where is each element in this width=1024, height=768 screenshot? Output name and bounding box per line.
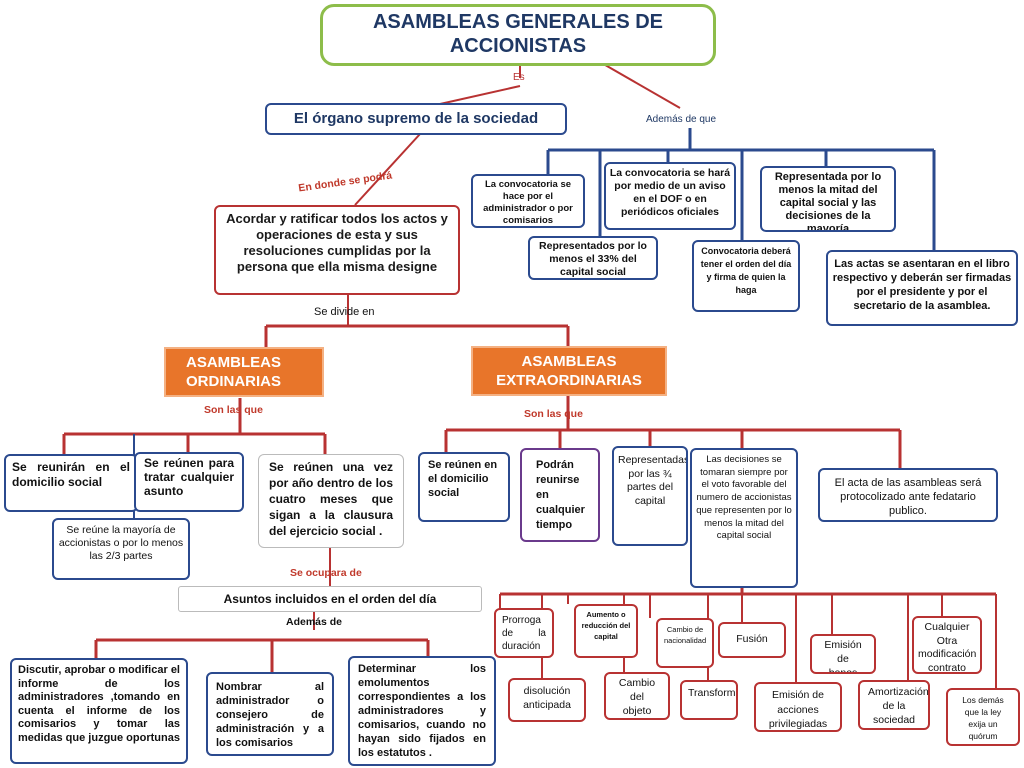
ademas-item-convocatoria-administrador: La convocatoria se hace por el administr… <box>471 174 585 228</box>
ademas-item-representada-mitad: Representada por lo menos la mitad del c… <box>760 166 896 232</box>
label-ademas-que: Además de que <box>646 114 717 125</box>
ord-item-ejercicio-social: Se reúnen una vez por año dentro de los … <box>258 454 404 548</box>
ext-item-cualquier-tiempo: Podrán reunirse en cualquier tiempo <box>520 448 600 542</box>
label-son-las-que-ordinarias: Son las que <box>204 404 263 416</box>
extraordinarias-box: ASAMBLEAS EXTRAORDINARIAS <box>471 346 667 396</box>
subject-los-demas: Los demás que la ley exija un quórum <box>946 688 1020 746</box>
acordar-box: Acordar y ratificar todos los actos y op… <box>214 205 460 295</box>
ord-item-domicilio: Se reunirán en el domicilio social <box>4 454 138 512</box>
subject-emision-bonos: Emisión de bonos <box>810 634 876 674</box>
asuntos-box: Asuntos incluidos en el orden del día <box>178 586 482 612</box>
subject-prorroga: Prorroga de la duración <box>494 608 554 658</box>
diagram-title: ASAMBLEAS GENERALES DE ACCIONISTAS <box>320 4 716 66</box>
ademas-item-convocatoria-orden: Convocatoria deberá tener el orden del d… <box>692 240 800 312</box>
ordinarias-box: ASAMBLEAS ORDINARIAS <box>164 347 324 397</box>
ocupa-item-determinar: Determinar los emolumentos correspondien… <box>348 656 496 766</box>
ademas-item-actas: Las actas se asentaran en el libro respe… <box>826 250 1018 326</box>
ext-item-domicilio: Se reúnen en el domicilio social <box>418 452 510 522</box>
subject-transformacion: Transformación <box>680 680 738 720</box>
ext-item-decisiones: Las decisiones se tomaran siempre por el… <box>690 448 798 588</box>
label-se-ocupara: Se ocupara de <box>290 567 362 579</box>
subject-cualquier-modificacion: Cualquier Otra modificación contrato <box>912 616 982 674</box>
ademas-item-representados-33: Representados por lo menos el 33% del ca… <box>528 236 658 280</box>
label-ademas-de: Además de <box>286 616 343 628</box>
ext-item-tres-cuartos: Representadas por las ¾ partes del capit… <box>612 446 688 546</box>
label-es: Es <box>513 72 525 83</box>
ademas-item-convocatoria-dof: La convocatoria se hará por medio de un … <box>604 162 736 230</box>
ocupa-item-discutir: Discutir, aprobar o modificar el informe… <box>10 658 188 764</box>
label-se-divide: Se divide en <box>314 306 375 318</box>
subject-aumento-capital: Aumento o reducción del capital <box>574 604 638 658</box>
subject-disolucion: disolución anticipada <box>508 678 586 722</box>
ocupa-item-nombrar: Nombrar al administrador o consejero de … <box>206 672 334 756</box>
subject-cambio-objeto: Cambio del objeto <box>604 672 670 720</box>
subject-emision-acciones: Emisión de acciones privilegiadas <box>754 682 842 732</box>
subject-cambio-nacionalidad: Cambio de nacionalidad <box>656 618 714 668</box>
subject-fusion: Fusión <box>718 622 786 658</box>
organo-box: El órgano supremo de la sociedad <box>265 103 567 135</box>
ord-mayoria-box: Se reúne la mayoría de accionistas o por… <box>52 518 190 580</box>
ext-item-acta-protocolizado: El acta de las asambleas será protocoliz… <box>818 468 998 522</box>
label-son-las-que-extraordinarias: Son las que <box>524 408 583 420</box>
ord-item-cualquier-asunto: Se reúnen para tratar cualquier asunto <box>134 452 244 512</box>
subject-amortizacion: Amortización de la sociedad <box>858 680 930 730</box>
